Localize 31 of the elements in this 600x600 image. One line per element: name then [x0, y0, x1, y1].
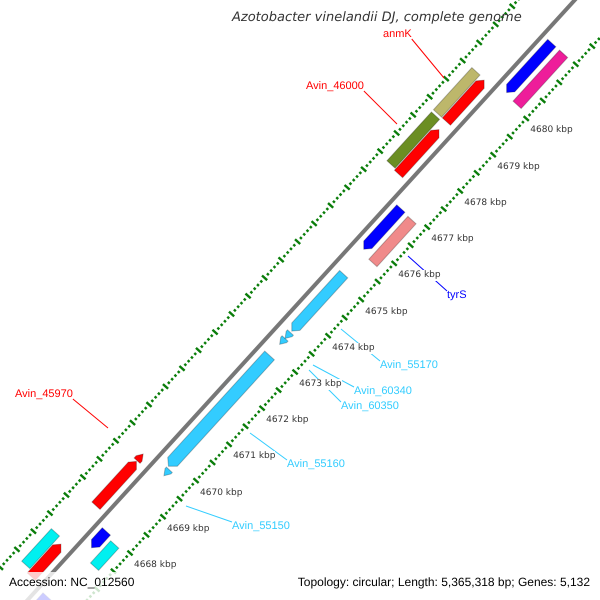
leader-line: [186, 506, 232, 522]
position-label: 4680 kbp: [530, 125, 573, 136]
leader-line: [363, 90, 398, 124]
position-label: 4669 kbp: [167, 524, 210, 535]
position-label: 4670 kbp: [200, 488, 242, 499]
gene-label: Avin_46000: [306, 80, 364, 92]
gene-label: Avin_55170: [380, 359, 438, 371]
position-label: 4674 kbp: [332, 342, 375, 354]
gene-label: Avin_55160: [287, 458, 345, 470]
leader-line: [250, 432, 288, 460]
gene-label: Avin_45970: [15, 388, 73, 400]
position-label: 4675 kbp: [365, 306, 408, 318]
footer-text: Topology: circular; Length: 5,365,318 bp; Genes: 5,132: [298, 575, 590, 589]
position-label: 4668 kbp: [134, 560, 176, 571]
position-label: 4677 kbp: [431, 234, 474, 246]
leader-line: [411, 38, 444, 78]
position-label: 4678 kbp: [464, 198, 507, 209]
leader-line: [312, 364, 354, 388]
position-label: 4673 kbp: [299, 378, 342, 390]
position-label: 4676 kbp: [398, 270, 441, 282]
gene-label: tyrS: [447, 289, 467, 301]
gene-label: Avin_60340: [354, 385, 412, 397]
gene-label: Avin_60350: [341, 400, 399, 412]
leader-line: [72, 398, 108, 428]
map-title: Azotobacter vinelandii DJ, complete genome: [232, 10, 522, 25]
position-label: 4679 kbp: [497, 162, 540, 173]
gene-label: anmK: [383, 28, 412, 40]
position-label: 4671 kbp: [233, 451, 276, 462]
gene-label: Avin_55150: [232, 520, 290, 532]
footer-text: Accession: NC_012560: [9, 575, 134, 589]
position-label: 4672 kbp: [266, 415, 308, 426]
